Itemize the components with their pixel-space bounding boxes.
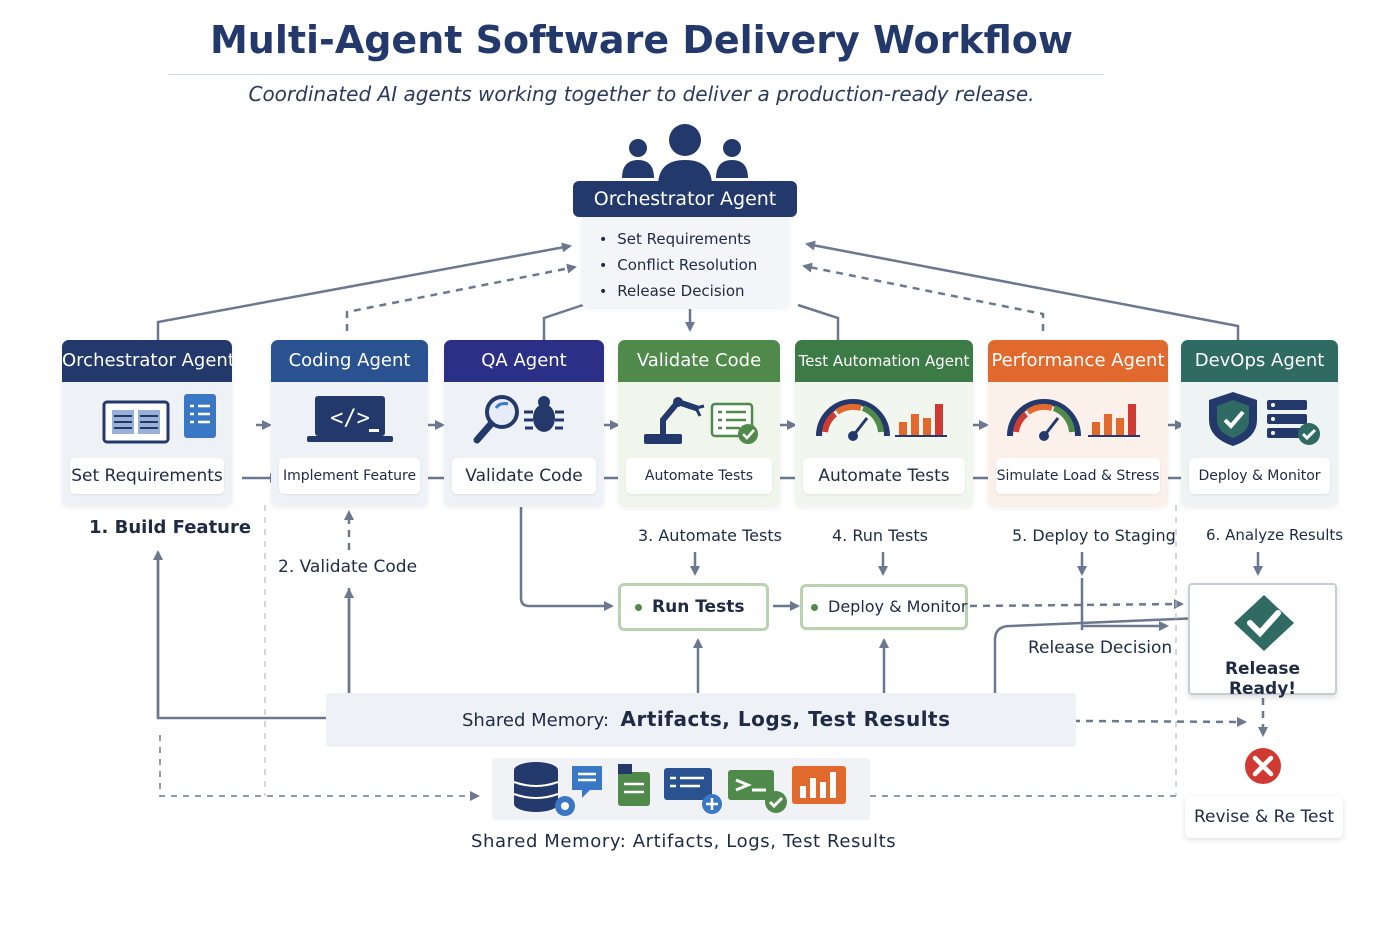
bar-chart-icon (792, 766, 846, 804)
status-dot (811, 604, 818, 611)
folder-icon (618, 764, 650, 806)
revise-retest-box: Revise & Re Test (1185, 796, 1343, 838)
step-label-automate: 3. Automate Tests (638, 526, 782, 545)
shared-memory-items: Artifacts, Logs, Test Results (620, 707, 951, 731)
shared-memory-text: Shared Memory: Artifacts, Logs, Test Res… (462, 707, 951, 731)
orchestrator-panel: Set Requirements Conflict Resolution Rel… (581, 215, 790, 307)
orchestrator-item: Set Requirements (599, 227, 790, 253)
page-subtitle: Coordinated AI agents working together t… (248, 82, 1035, 106)
svg-text:</>: </> (330, 406, 370, 431)
agent-action: Validate Code (452, 458, 596, 494)
deploy-monitor-box: Deploy & Monitor (800, 584, 968, 630)
check-badge-icon (1234, 595, 1294, 651)
agent-card-validate: Validate Code Automate Tests (618, 340, 780, 506)
gauge-chart-icon (816, 399, 947, 441)
agent-action: Simulate Load & Stress (996, 458, 1160, 494)
code-icon: </> (307, 396, 393, 442)
terminal-add-icon (664, 768, 722, 814)
deploy-monitor-label: Deploy & Monitor (828, 597, 968, 616)
agent-card-coding: Coding Agent </> Implement Feature (271, 340, 428, 506)
release-ready-label: Release Ready! (1224, 659, 1301, 699)
shared-memory-icons (513, 762, 846, 816)
error-icon (1245, 748, 1281, 784)
step-label-staging: 5. Deploy to Staging (1012, 526, 1176, 545)
connector-deploy-release (969, 599, 1184, 610)
connector-orch-perf (802, 262, 1045, 331)
agent-card-title: Orchestrator Agent (62, 340, 232, 382)
shared-memory-prefix: Shared Memory: (462, 710, 610, 731)
agent-card-performance: Performance Agent Simulate Load & Stress (988, 340, 1168, 506)
agent-card-test-automation: Test Automation Agent Automate Tests (795, 340, 973, 506)
agent-card-qa: QA Agent Validate Code (444, 340, 604, 506)
agent-card-title: Performance Agent (988, 340, 1168, 382)
agent-action: Automate Tests (803, 458, 965, 494)
magnifier-bug-icon (473, 395, 564, 444)
shield-server-icon (1209, 392, 1320, 446)
agent-card-title: DevOps Agent (1181, 340, 1338, 382)
orchestrator-item: Release Decision (599, 279, 790, 305)
agent-card-orchestrator: Orchestrator Agent Set Requirements (62, 340, 232, 506)
run-tests-box: Run Tests (618, 583, 769, 631)
agent-action: Deploy & Monitor (1189, 458, 1330, 494)
page-title: Multi-Agent Software Delivery Workflow (209, 18, 1074, 62)
agent-action: Implement Feature (279, 458, 420, 494)
guide-dashed-left (159, 735, 480, 801)
run-tests-label: Run Tests (652, 597, 745, 617)
gauge-chart-icon (1007, 399, 1140, 441)
release-ready-box: Release Ready! (1188, 583, 1337, 699)
connector-orch-devops (805, 240, 1240, 340)
agent-card-title: QA Agent (444, 340, 604, 382)
step-label-analyze: 6. Analyze Results (1206, 526, 1344, 544)
step-label-build: 1. Build Feature (89, 517, 252, 538)
team-icon (622, 124, 748, 186)
connector-orch-coding (345, 263, 577, 331)
orchestrator-list: Set Requirements Conflict Resolution Rel… (599, 227, 790, 305)
connector-orch-qa (542, 303, 584, 340)
connector-orch-test (797, 303, 840, 340)
orchestrator-header: Orchestrator Agent (573, 181, 797, 217)
title-divider (168, 74, 1104, 75)
agent-card-title: Validate Code (618, 340, 780, 382)
monitor-document-icon (102, 394, 216, 444)
agent-card-devops: DevOps Agent Deploy & Monitor (1181, 340, 1338, 506)
status-dot (635, 603, 642, 611)
shared-memory-caption: Shared Memory: Artifacts, Logs, Test Res… (471, 831, 897, 852)
orchestrator-item: Conflict Resolution (599, 253, 790, 279)
checklist-ok-icon (728, 770, 787, 813)
database-icon (513, 762, 575, 816)
connector-orch-agent1 (156, 242, 572, 340)
step-label-validate: 2. Validate Code (278, 557, 418, 577)
agent-card-title: Test Automation Agent (795, 340, 973, 382)
step-label-run: 4. Run Tests (832, 526, 928, 545)
robot-arm-checklist-icon (644, 397, 758, 444)
agent-action: Automate Tests (626, 458, 772, 494)
connector-release-decision (993, 612, 1227, 716)
release-decision-label: Release Decision (1028, 638, 1173, 658)
agent-action: Set Requirements (70, 458, 224, 494)
connector-qa-run (519, 507, 614, 611)
document-chat-icon (572, 766, 602, 798)
agent-card-title: Coding Agent (271, 340, 428, 382)
